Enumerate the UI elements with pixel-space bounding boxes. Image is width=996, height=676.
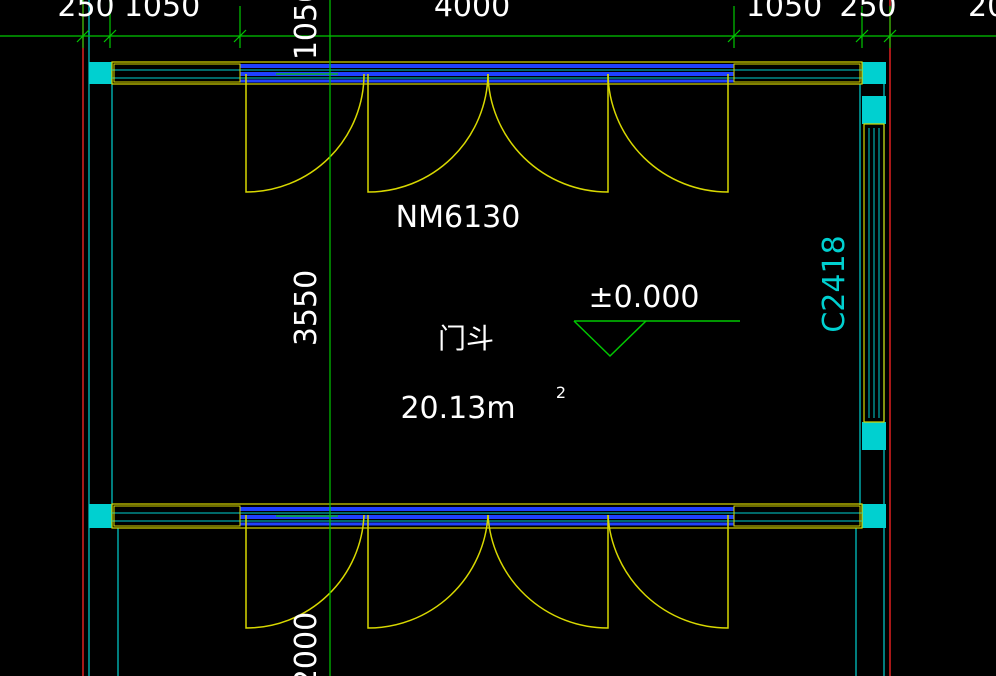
wall-block [89,62,886,528]
dimension-text-top-2: 1050 [124,0,200,24]
doors-top [245,73,729,193]
dimension-text-top-1: 250 [57,0,114,24]
dimension-text-left-lower: 2000 [289,612,324,676]
side-window [863,123,885,423]
elevation-label: ±0.000 [588,280,699,315]
dimension-text-left-upper: 1050 [289,0,324,60]
dimension-line-top [0,0,996,48]
dimension-text-top-3: 4000 [434,0,510,24]
area-superscript: 2 [556,383,566,402]
dimension-text-top-4: 1050 [746,0,822,24]
dimension-text-left-middle: 3550 [289,270,324,346]
dimension-text-top-6: 20 [968,0,996,24]
elevation-marker [573,320,740,358]
window-code-label: C2418 [817,235,852,332]
room-area-label: 20.13m [400,391,515,426]
dimension-text-top-5: 250 [839,0,896,24]
dimension-line-vertical [276,0,338,676]
room-name-label: 门斗 [438,322,494,355]
door-code-label: NM6130 [396,200,521,235]
wall-outline [88,0,885,676]
doors-bottom [245,514,729,629]
